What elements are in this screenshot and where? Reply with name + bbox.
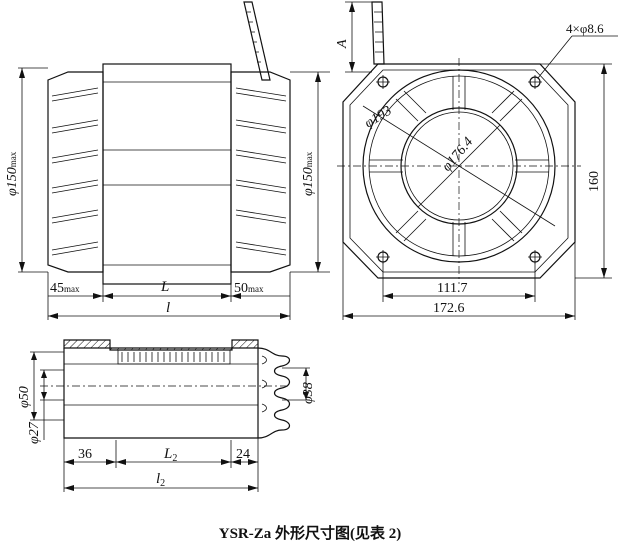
right-fins [235, 87, 287, 256]
side-dia-right-sub: max [304, 151, 314, 167]
center-body [102, 63, 232, 285]
section-dim-36: 36 [78, 447, 92, 462]
left-fin-body [47, 71, 104, 273]
octagon-outline [342, 63, 576, 279]
side-dia-right: φ150 [301, 167, 316, 196]
lead-wire [243, 1, 271, 81]
front-dim-A: A [335, 39, 350, 49]
svg-text:l2: l2 [156, 471, 165, 489]
section-dim-L2-sub: 2 [172, 453, 177, 464]
figure-caption: YSR-Za 外形尺寸图(见表 2) [218, 526, 402, 542]
section-dia-50: φ50 [17, 386, 32, 408]
svg-text:50max: 50max [234, 281, 264, 296]
side-dim-45-sub: max [64, 284, 80, 294]
spokes [369, 76, 549, 256]
section-dim-L2: L [163, 446, 172, 462]
front-view: A 4×φ8.6 φ193 φ176.4 160 111.7 172.6 [335, 1, 618, 320]
svg-text:L2: L2 [163, 446, 177, 464]
side-dim-L: L [160, 279, 169, 295]
section-view: φ50 φ27 φ38 36 L2 24 l2 [17, 339, 316, 492]
section-flange [63, 339, 259, 351]
side-view: φ150max φ150max 45max L 50max l [5, 1, 330, 320]
front-holes-label: 4×φ8.6 [566, 21, 604, 36]
side-dia-left-sub: max [8, 151, 18, 167]
svg-text:φ150max: φ150max [301, 151, 316, 196]
section-dia-38: φ38 [301, 382, 316, 404]
left-fins [51, 87, 99, 256]
section-dim-l2-sub: 2 [160, 478, 165, 489]
front-dim-172: 172.6 [433, 301, 465, 316]
svg-text:φ150max: φ150max [5, 151, 20, 196]
side-dim-45: 45 [50, 281, 64, 296]
section-dim-l2: l [156, 471, 160, 487]
front-dia-193: φ193 [362, 103, 394, 131]
front-dim-160: 160 [587, 171, 602, 192]
winding-marks [121, 352, 225, 362]
front-dim-111: 111.7 [437, 281, 467, 296]
section-body [63, 348, 259, 439]
front-lead-wire [371, 1, 385, 65]
svg-text:45max: 45max [50, 281, 80, 296]
side-dim-l: l [166, 300, 170, 316]
section-dia-27: φ27 [27, 421, 42, 444]
side-dim-50: 50 [234, 281, 248, 296]
section-dim-24: 24 [236, 447, 250, 462]
right-fin-body [230, 71, 291, 273]
side-dim-50-sub: max [248, 284, 264, 294]
side-dia-left: φ150 [5, 167, 20, 196]
section-fins [257, 347, 291, 439]
